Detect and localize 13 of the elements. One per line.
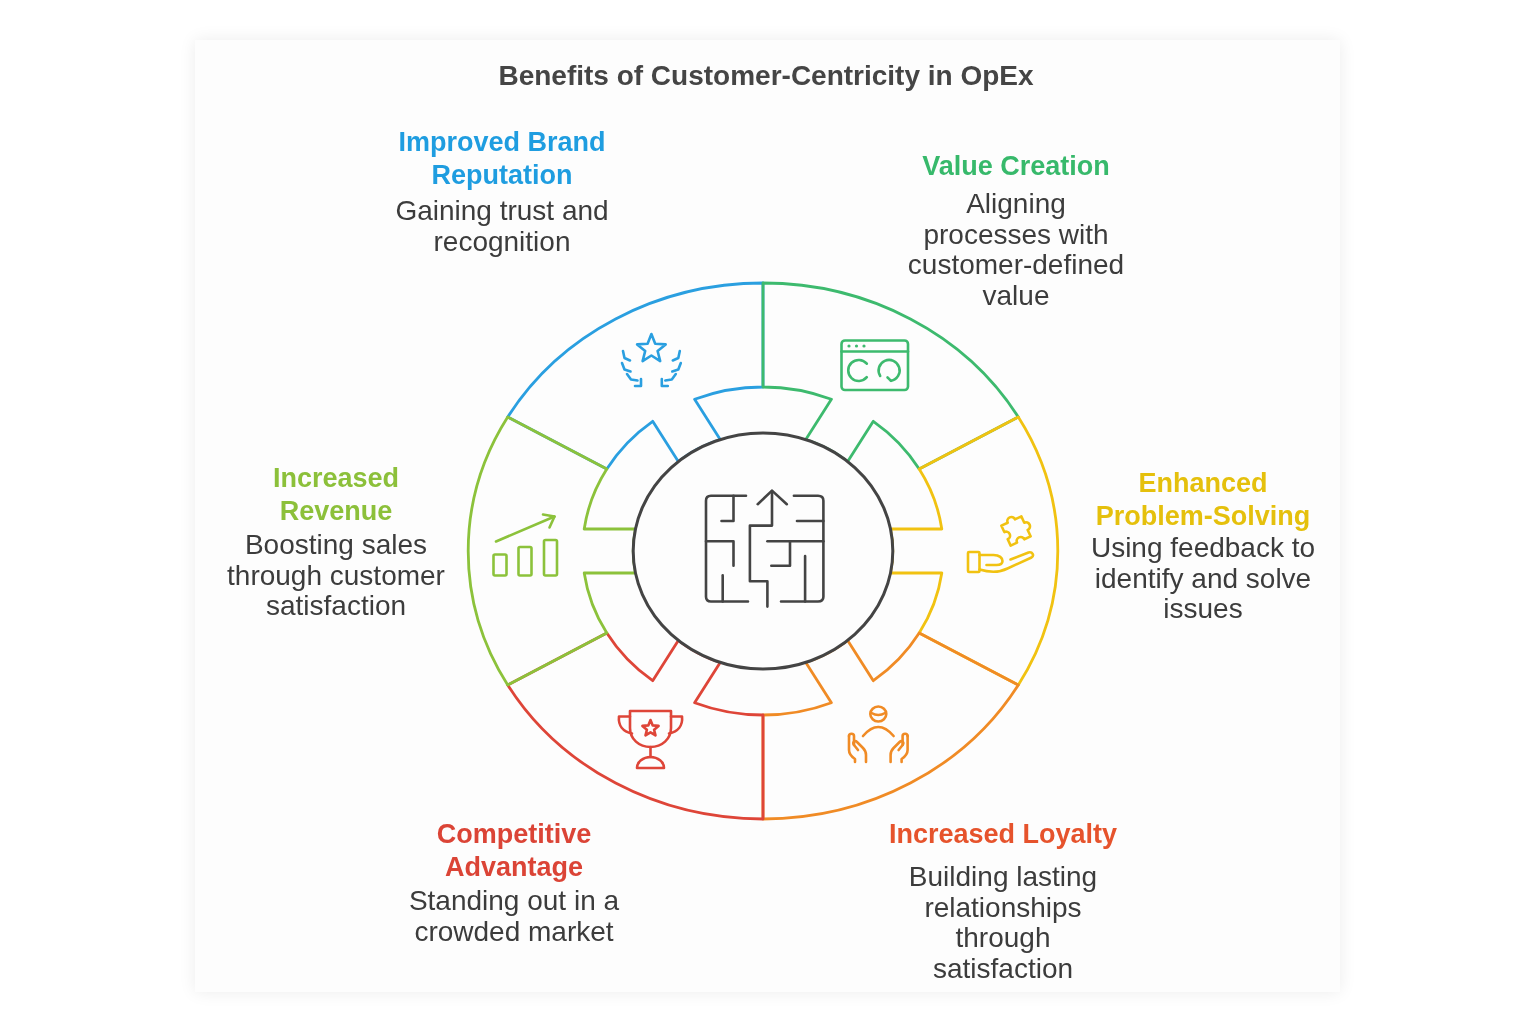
benefit-heading: Value Creation: [922, 150, 1110, 183]
benefit-description: Boosting sales through customer satisfaction: [226, 530, 446, 622]
benefit-heading: Enhanced Problem-Solving: [1094, 467, 1312, 533]
benefit-heading: Increased Revenue: [271, 462, 401, 528]
benefit-description: Building lasting relationships through satisfaction: [907, 862, 1099, 984]
benefit-description: Gaining trust and recognition: [394, 196, 610, 257]
benefit-description: Aligning processes with customer-defined value: [906, 189, 1126, 311]
diagram-title: Benefits of Customer-Centricity in OpEx: [498, 59, 1034, 93]
benefit-heading: Competitive Advantage: [435, 818, 593, 884]
benefit-heading: Increased Loyalty: [888, 818, 1118, 851]
benefit-description: Using feedback to identify and solve issues: [1089, 533, 1317, 625]
benefit-description: Standing out in a crowded market: [407, 886, 621, 947]
benefit-heading: Improved Brand Reputation: [397, 126, 607, 192]
